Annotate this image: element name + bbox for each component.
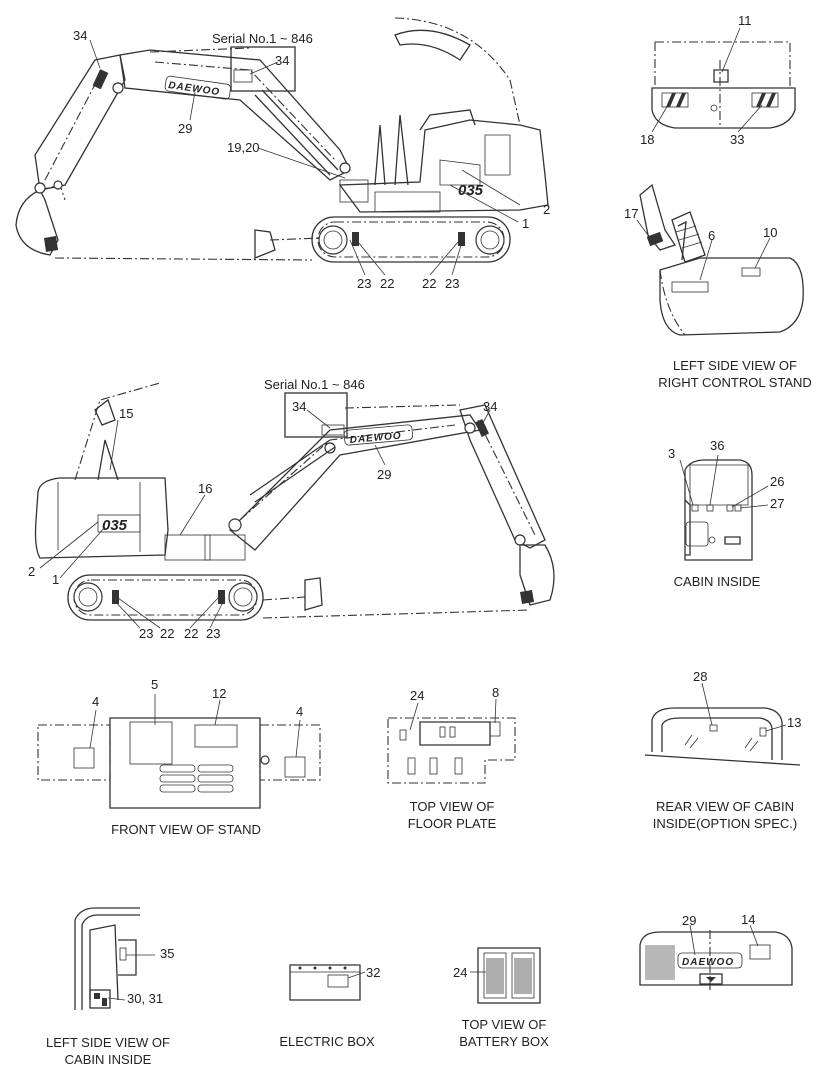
caption-left-side-cabin-1: LEFT SIDE VIEW OF bbox=[46, 1035, 170, 1050]
callout-28: 28 bbox=[693, 669, 707, 684]
callout-1: 1 bbox=[52, 572, 59, 587]
caption-left-side-stand-2: RIGHT CONTROL STAND bbox=[658, 375, 812, 390]
caption-battery-box-1: TOP VIEW OF bbox=[462, 1017, 547, 1032]
callout-3: 3 bbox=[668, 446, 675, 461]
callout-11: 11 bbox=[738, 13, 752, 28]
callout-6: 6 bbox=[708, 228, 715, 243]
callout-32: 32 bbox=[366, 965, 380, 980]
serial-box-top bbox=[230, 46, 296, 92]
callout-2: 2 bbox=[543, 202, 550, 217]
callout-22: 22 bbox=[422, 276, 436, 291]
callout-22: 22 bbox=[184, 626, 198, 641]
callout-27: 27 bbox=[770, 496, 784, 511]
callout-34-serial: 34 bbox=[292, 399, 306, 414]
left-side-cabin-inside-view: 35 30, 31 LEFT SIDE VIEW OF CABIN INSIDE bbox=[46, 907, 174, 1067]
stand-front-view: 4 5 12 4 FRONT VIEW OF STAND bbox=[37, 677, 321, 837]
cabin-inside-view: 3 36 26 27 CABIN INSIDE bbox=[668, 438, 784, 589]
model-decal-top: 035 bbox=[458, 182, 484, 199]
callout-30-31: 30, 31 bbox=[127, 991, 163, 1006]
callout-19-20: 19,20 bbox=[227, 140, 260, 155]
caption-front-view-stand: FRONT VIEW OF STAND bbox=[111, 822, 261, 837]
callout-14: 14 bbox=[741, 912, 755, 927]
callout-34-arm: 34 bbox=[483, 399, 497, 414]
caption-floor-plate-2: FLOOR PLATE bbox=[408, 816, 497, 831]
callout-24: 24 bbox=[453, 965, 467, 980]
callout-10: 10 bbox=[763, 225, 777, 240]
callout-34-arm: 34 bbox=[73, 28, 87, 43]
serial-box-mid bbox=[284, 392, 348, 438]
callout-17: 17 bbox=[624, 206, 638, 221]
callout-29: 29 bbox=[178, 121, 192, 136]
caption-cabin-inside: CABIN INSIDE bbox=[674, 574, 761, 589]
callout-13: 13 bbox=[787, 715, 801, 730]
caption-left-side-cabin-2: CABIN INSIDE bbox=[65, 1052, 152, 1067]
callout-15: 15 bbox=[119, 406, 133, 421]
callout-12: 12 bbox=[212, 686, 226, 701]
caption-rear-cabin-2: INSIDE(OPTION SPEC.) bbox=[653, 816, 797, 831]
callout-26: 26 bbox=[770, 474, 784, 489]
callout-23: 23 bbox=[357, 276, 371, 291]
callout-1: 1 bbox=[522, 216, 529, 231]
callout-23: 23 bbox=[139, 626, 153, 641]
callout-33: 33 bbox=[730, 132, 744, 147]
callout-36: 36 bbox=[710, 438, 724, 453]
serial-label-top: Serial No.1 ~ 846 bbox=[212, 31, 313, 46]
caption-left-side-stand-1: LEFT SIDE VIEW OF bbox=[673, 358, 797, 373]
caption-battery-box-2: BATTERY BOX bbox=[459, 1034, 549, 1049]
callout-35: 35 bbox=[160, 946, 174, 961]
callout-4-right: 4 bbox=[296, 704, 303, 719]
callout-18: 18 bbox=[640, 132, 654, 147]
serial-label-mid: Serial No.1 ~ 846 bbox=[264, 377, 365, 392]
callout-22: 22 bbox=[380, 276, 394, 291]
brand-decal-hood: DAEWOO bbox=[682, 957, 734, 968]
rear-panel-view: 11 18 33 bbox=[640, 13, 796, 147]
caption-floor-plate-1: TOP VIEW OF bbox=[410, 799, 495, 814]
excavator-top-view: DAEWOO 035 bbox=[15, 17, 550, 291]
callout-8: 8 bbox=[492, 685, 499, 700]
excavator-mid-view: 035 DAEWOO bbox=[28, 377, 555, 641]
electric-box-view: 32 ELECTRIC BOX bbox=[279, 964, 380, 1049]
engine-hood-view: DAEWOO 29 14 bbox=[639, 912, 793, 990]
callout-34-serial: 34 bbox=[275, 53, 289, 68]
callout-24: 24 bbox=[410, 688, 424, 703]
floor-plate-top-view: 24 8 TOP VIEW OF FLOOR PLATE bbox=[387, 685, 516, 831]
callout-29: 29 bbox=[377, 467, 391, 482]
brand-decal-mid: DAEWOO bbox=[349, 430, 402, 445]
callout-4-left: 4 bbox=[92, 694, 99, 709]
callout-29: 29 bbox=[682, 913, 696, 928]
caption-electric-box: ELECTRIC BOX bbox=[279, 1034, 375, 1049]
right-control-stand-view: 17 6 10 LEFT SIDE VIEW OF RIGHT CONTROL … bbox=[624, 183, 812, 390]
caption-rear-cabin-1: REAR VIEW OF CABIN bbox=[656, 799, 794, 814]
callout-5: 5 bbox=[151, 677, 158, 692]
battery-box-top-view: 24 TOP VIEW OF BATTERY BOX bbox=[453, 947, 549, 1049]
rear-cabin-inside-view: 28 13 REAR VIEW OF CABIN INSIDE(OPTION S… bbox=[644, 669, 801, 831]
model-decal-mid: 035 bbox=[102, 517, 128, 534]
callout-2: 2 bbox=[28, 564, 35, 579]
callout-16: 16 bbox=[198, 481, 212, 496]
callout-23: 23 bbox=[206, 626, 220, 641]
callout-23: 23 bbox=[445, 276, 459, 291]
callout-22: 22 bbox=[160, 626, 174, 641]
